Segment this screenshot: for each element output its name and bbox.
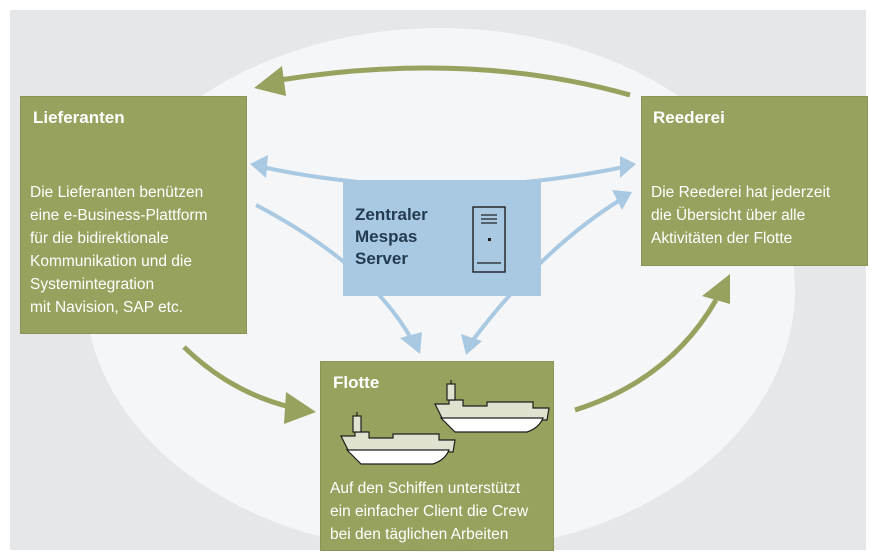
green-arrows — [182, 65, 730, 424]
arrow-reederei-to-lieferanten — [279, 65, 631, 98]
reederei-title: Reederei — [653, 108, 725, 127]
arrow-head-flotte — [284, 392, 316, 424]
reederei-box: Reederei Die Reederei hat jederzeit die … — [641, 96, 868, 266]
lieferanten-title: Lieferanten — [33, 108, 125, 127]
arrow-lieferanten-to-flotte — [182, 345, 291, 410]
ships-icon — [340, 380, 550, 465]
server-icon — [472, 206, 506, 273]
flotte-description: Auf den Schiffen unterstützt ein einfach… — [330, 480, 529, 543]
lieferanten-description: Die Lieferanten benützen eine e-Business… — [30, 184, 208, 316]
arrow-head-lieferanten — [254, 66, 286, 96]
lieferanten-box: Lieferanten Die Lieferanten benützen ein… — [20, 96, 247, 334]
arrow-flotte-to-reederei — [574, 298, 719, 413]
arrow-flotte-reederei-blue — [468, 198, 622, 346]
arrow-head-reederei — [702, 274, 730, 304]
flotte-title: Flotte — [333, 373, 380, 392]
central-server-box: Zentraler Mespas Server — [343, 180, 541, 296]
reederei-description: Die Reederei hat jederzeit die Übersicht… — [651, 184, 831, 247]
flotte-box: Flotte Auf den Schiffen unterstützt ein … — [320, 361, 554, 551]
server-label: Zentraler Mespas Server — [355, 205, 428, 268]
